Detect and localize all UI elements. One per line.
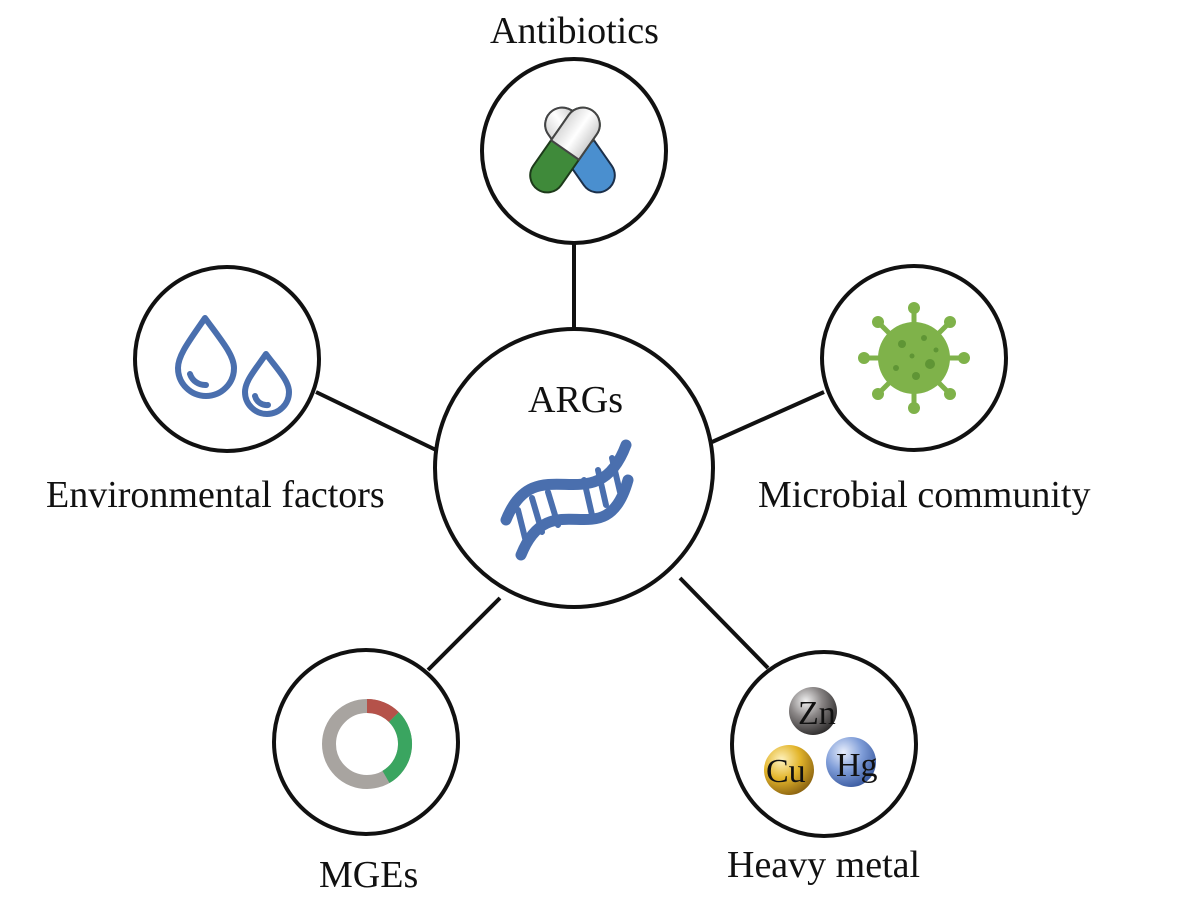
label-mges: MGEs <box>319 854 419 896</box>
metal-zn: Zn <box>798 695 836 732</box>
center-label: ARGs <box>528 379 624 421</box>
water-drops-icon <box>175 315 292 417</box>
metal-spheres-icon: Zn Cu Hg <box>764 687 878 795</box>
node-circles <box>133 57 1008 838</box>
heavy-metal-circle <box>730 650 918 838</box>
dna-icon <box>500 439 634 561</box>
label-environmental-factors: Environmental factors <box>46 474 385 516</box>
center-circle <box>433 327 715 609</box>
metal-cu: Cu <box>766 753 806 790</box>
connector-lines <box>315 243 825 672</box>
connector-mges <box>426 596 502 672</box>
connector-microbial <box>711 390 825 444</box>
metal-hg: Hg <box>836 747 878 784</box>
plasmid-ring-icon <box>322 698 413 789</box>
connector-environmental <box>315 390 437 452</box>
connector-heavy-metal <box>678 576 770 670</box>
mges-circle <box>272 648 460 836</box>
label-heavy-metal: Heavy metal <box>727 844 921 886</box>
virus-icon <box>858 302 970 414</box>
label-antibiotics: Antibiotics <box>490 10 659 52</box>
environmental-circle <box>133 265 321 453</box>
capsules-icon <box>529 106 616 194</box>
label-microbial-community: Microbial community <box>758 474 1091 516</box>
